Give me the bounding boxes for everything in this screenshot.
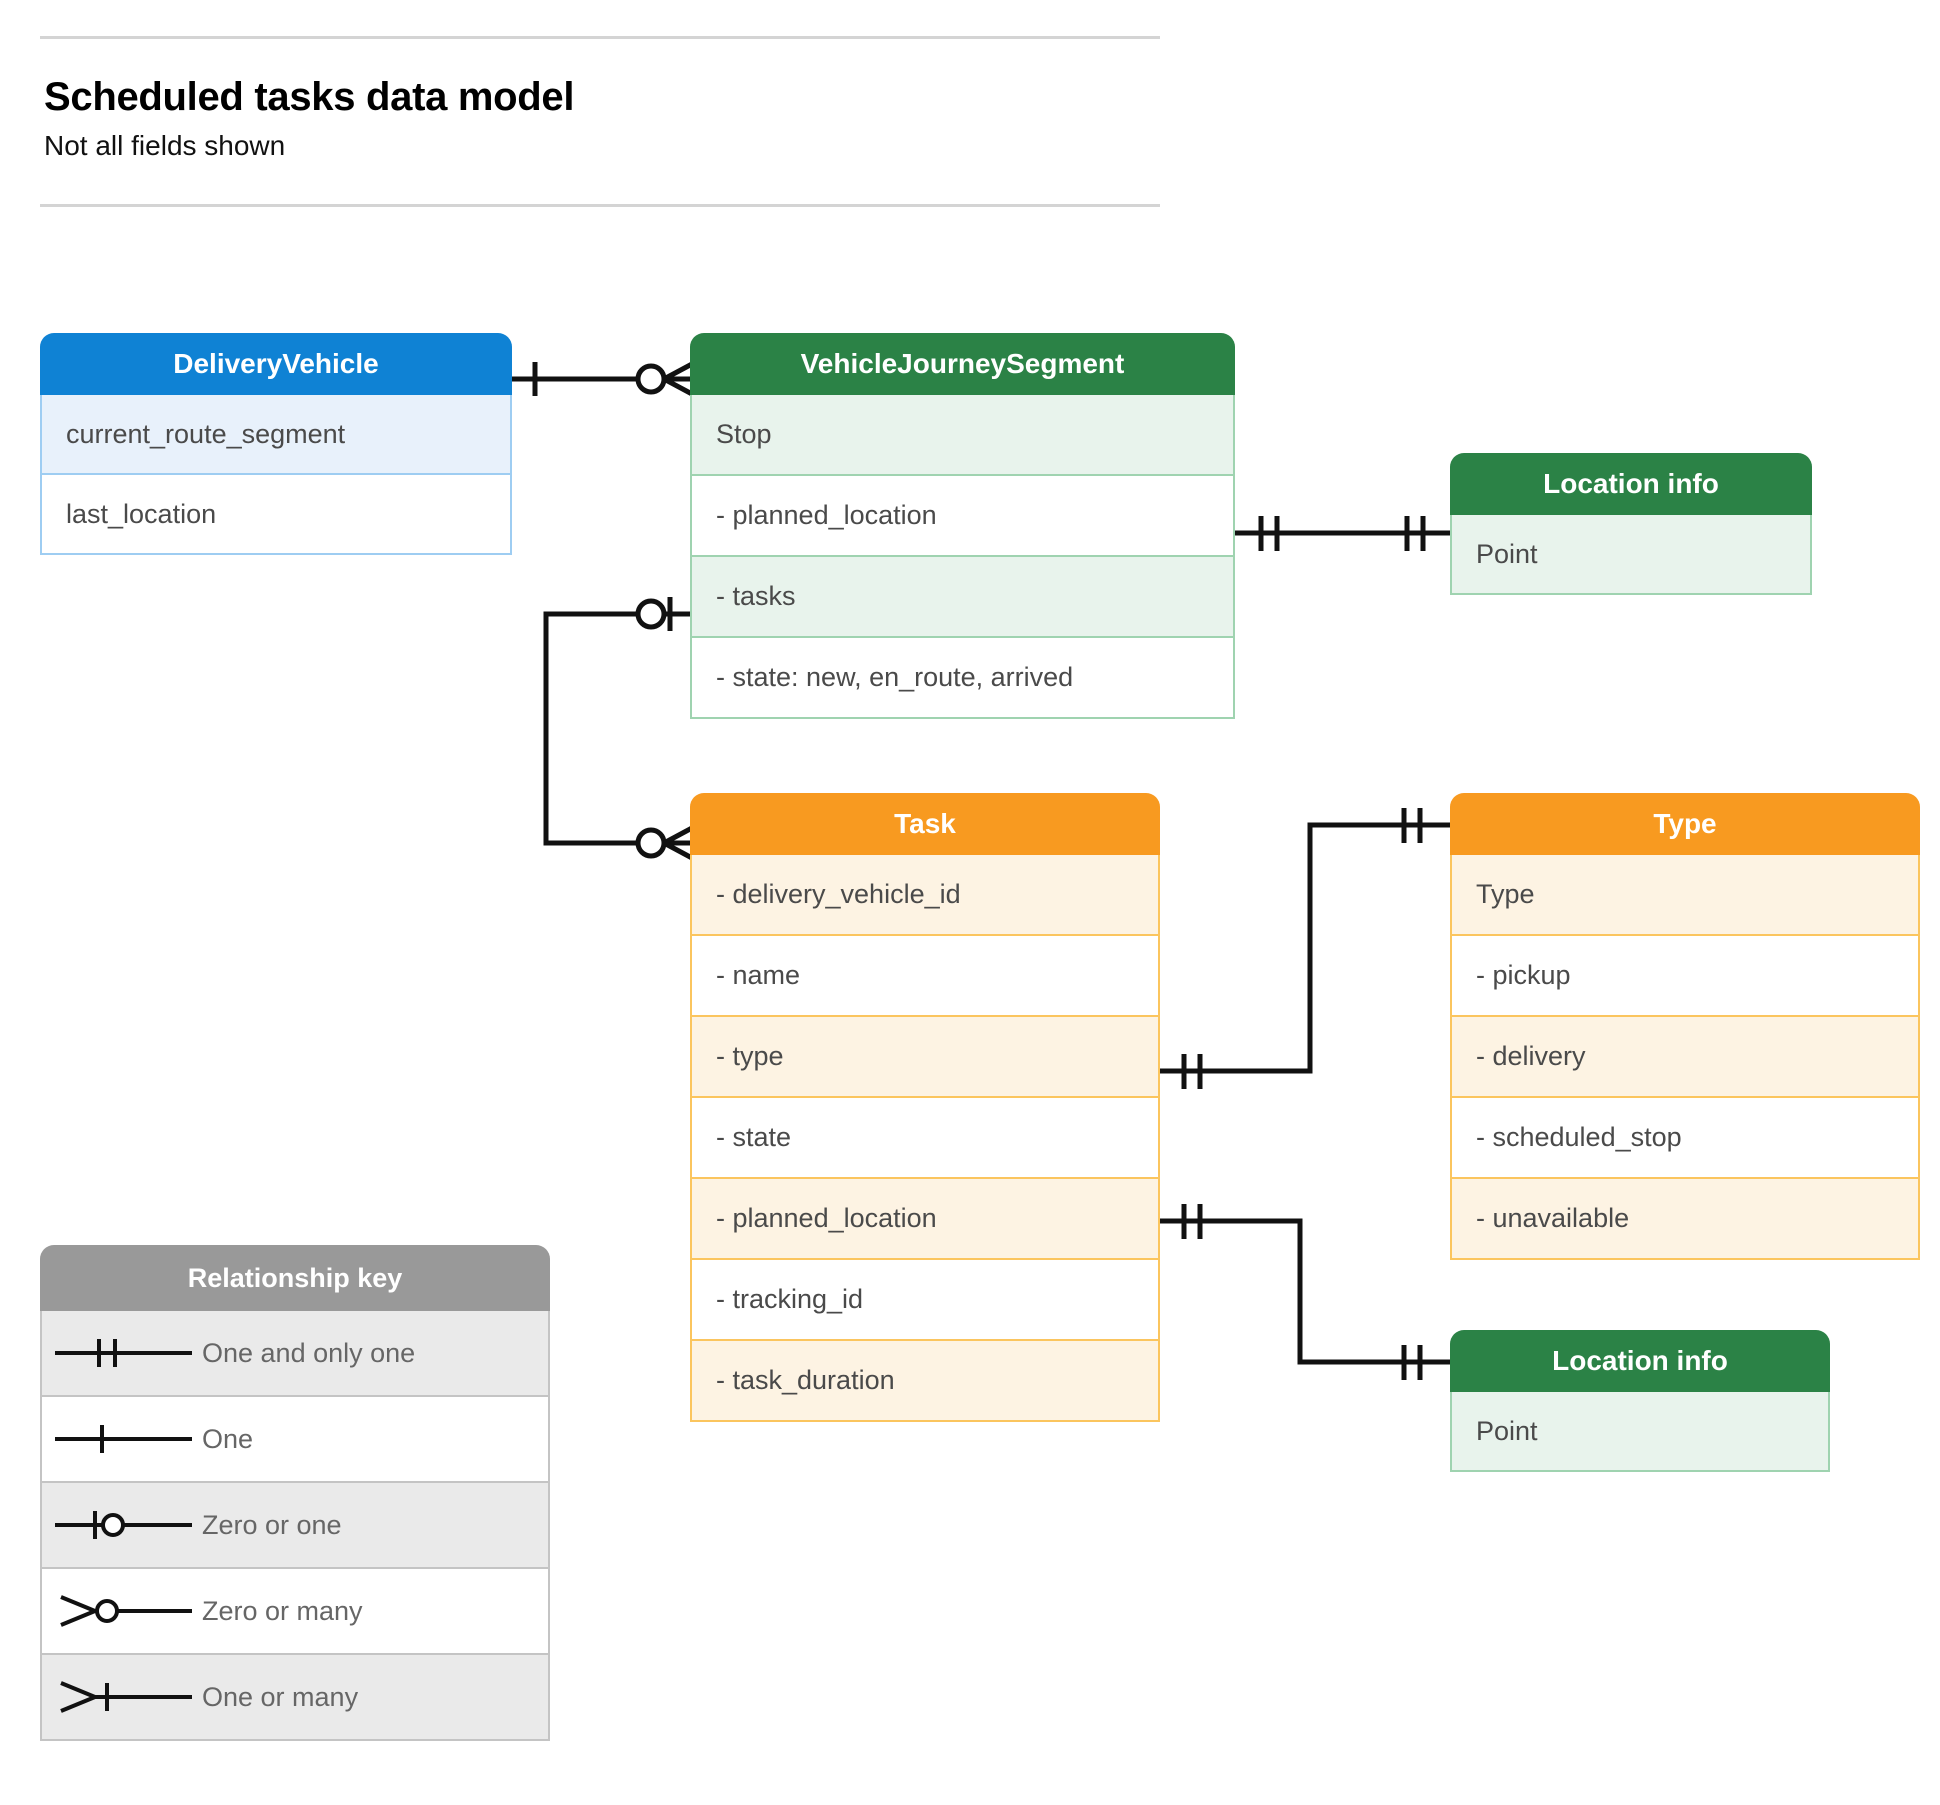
entity-row-type-delivery[interactable]: - delivery [1450,1017,1920,1098]
zero-or-many-icon [42,1591,202,1631]
entity-row-task-state[interactable]: - state [690,1098,1160,1179]
entity-row-type-pickup[interactable]: - pickup [1450,936,1920,1017]
entity-row-task-type[interactable]: - type [690,1017,1160,1098]
relationship-key-title: Relationship key [40,1245,550,1311]
connector-vjs-plannedlocation-locationinfo [1234,516,1452,551]
legend-label-zero-or-one: Zero or one [202,1509,342,1540]
header-divider-bottom-wrap [40,204,1160,207]
entity-row-type-scheduled-stop[interactable]: - scheduled_stop [1450,1098,1920,1179]
one-icon [42,1419,202,1459]
legend-item-zero-or-one[interactable]: Zero or one [40,1483,550,1569]
page-subtitle: Not all fields shown [44,130,286,161]
connector-deliveryvehicle-vehiclejourneysegment [512,361,694,397]
header-divider-top [40,36,1160,39]
zero-or-one-icon [42,1505,202,1545]
connector-vjs-tasks-task [543,597,694,861]
legend-label-zero-or-many: Zero or many [202,1595,363,1626]
one-or-many-icon [42,1677,202,1717]
entity-row-current-route-segment[interactable]: current_route_segment [40,395,512,475]
entity-location-info-top-title: Location info [1450,453,1812,515]
entity-task-title: Task [690,793,1160,855]
entity-vehicle-journey-segment-title: VehicleJourneySegment [690,333,1235,395]
page-header: Scheduled tasks data model Not all field… [40,36,1160,207]
entity-delivery-vehicle[interactable]: DeliveryVehicle current_route_segment la… [40,333,512,555]
entity-row-state[interactable]: - state: new, en_route, arrived [690,638,1235,719]
legend-item-one[interactable]: One [40,1397,550,1483]
entity-task[interactable]: Task - delivery_vehicle_id - name - type… [690,793,1160,1422]
entity-type[interactable]: Type Type - pickup - delivery - schedule… [1450,793,1920,1260]
entity-location-info-top[interactable]: Location info Point [1450,453,1812,595]
entity-row-point-top[interactable]: Point [1450,515,1812,595]
entity-row-tracking-id[interactable]: - tracking_id [690,1260,1160,1341]
entity-row-tasks[interactable]: - tasks [690,557,1235,638]
entity-row-point-bottom[interactable]: Point [1450,1392,1830,1472]
entity-row-type-unavailable[interactable]: - unavailable [1450,1179,1920,1260]
header-divider-bottom [40,204,1160,207]
entity-location-info-bottom[interactable]: Location info Point [1450,1330,1830,1472]
entity-row-last-location[interactable]: last_location [40,475,512,555]
entity-row-task-name[interactable]: - name [690,936,1160,1017]
entity-type-title: Type [1450,793,1920,855]
entity-row-delivery-vehicle-id[interactable]: - delivery_vehicle_id [690,855,1160,936]
legend-label-one: One [202,1423,254,1454]
entity-row-task-planned-location[interactable]: - planned_location [690,1179,1160,1260]
legend-label-one-or-many: One or many [202,1681,359,1712]
entity-delivery-vehicle-title: DeliveryVehicle [40,333,512,395]
legend-label-one-and-only-one: One and only one [202,1337,416,1368]
relationship-key-legend[interactable]: Relationship key One and only one One [40,1245,550,1741]
entity-row-task-duration[interactable]: - task_duration [690,1341,1160,1422]
entity-location-info-bottom-title: Location info [1450,1330,1830,1392]
page-title: Scheduled tasks data model [44,75,575,119]
entity-row-stop[interactable]: Stop [690,395,1235,476]
connector-task-plannedlocation-locationinfo [1160,1204,1450,1380]
entity-row-planned-location[interactable]: - planned_location [690,476,1235,557]
legend-item-zero-or-many[interactable]: Zero or many [40,1569,550,1655]
connector-task-type-type [1160,808,1450,1089]
entity-vehicle-journey-segment[interactable]: VehicleJourneySegment Stop - planned_loc… [690,333,1235,719]
entity-row-type-label[interactable]: Type [1450,855,1920,936]
legend-item-one-and-only-one[interactable]: One and only one [40,1311,550,1397]
one-and-only-one-icon [42,1333,202,1373]
legend-item-one-or-many[interactable]: One or many [40,1655,550,1741]
